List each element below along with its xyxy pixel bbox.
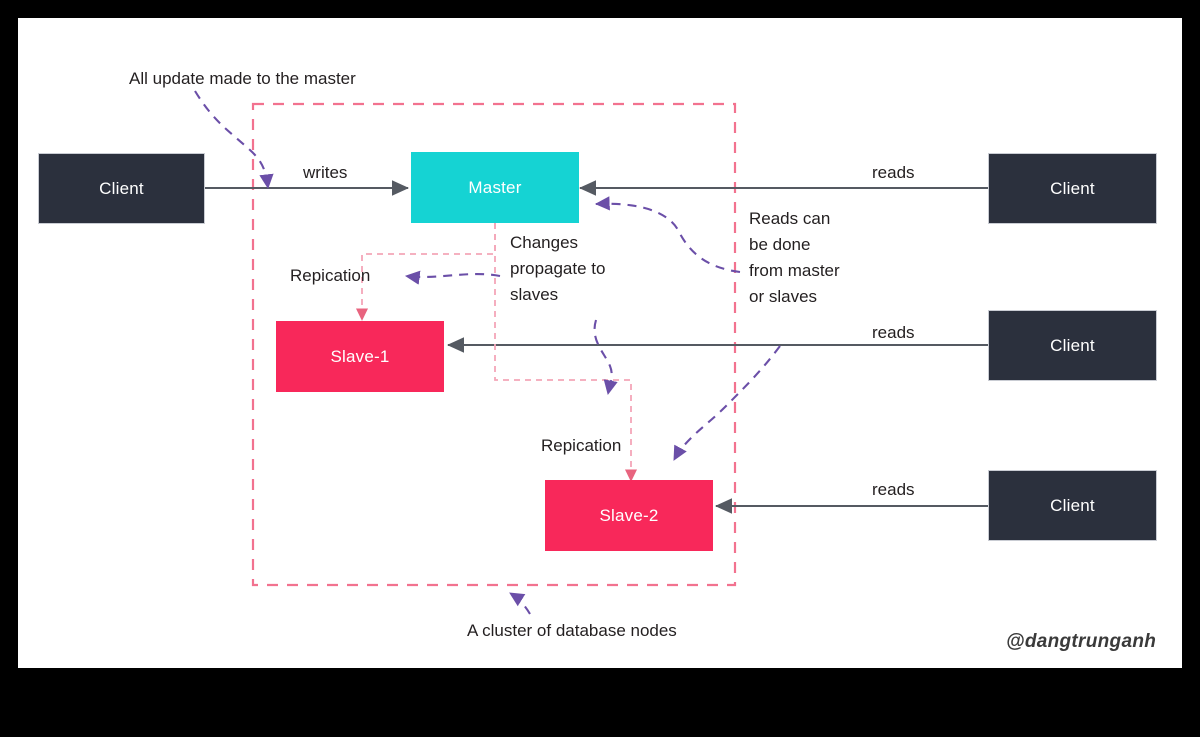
node-label: Client: [1050, 178, 1095, 198]
edge-label-replication-1: Repication: [290, 266, 371, 285]
node-label: Master: [468, 177, 522, 197]
annotation-update-note: All update made to the master: [129, 69, 356, 88]
node-slave-1[interactable]: Slave-1: [276, 321, 444, 392]
callout-reads-slave2-arrow: [673, 345, 781, 461]
node-master[interactable]: Master: [411, 152, 579, 223]
node-client-read-3[interactable]: Client: [988, 470, 1157, 541]
edge-label-reads-2: reads: [872, 323, 915, 342]
edge-label-writes: writes: [303, 163, 348, 182]
callout-reads-slave1-arrow: [593, 319, 618, 396]
node-label: Client: [1050, 335, 1095, 355]
node-label: Slave-2: [599, 505, 659, 525]
node-label: Client: [99, 178, 144, 198]
edge-label-reads-1: reads: [872, 163, 915, 182]
annotation-reads-note: Reads can be done from master or slaves: [749, 209, 840, 306]
node-label: Slave-1: [330, 346, 390, 366]
annotation-cluster-note: A cluster of database nodes: [467, 621, 677, 640]
diagram-canvas: Client Master Slave-1 Slave-2 Client Cli…: [18, 18, 1182, 668]
replication-path-1: [355, 223, 496, 321]
callout-cluster-arrow: [509, 592, 531, 615]
edge-label-replication-2: Repication: [541, 436, 622, 455]
edge-label-reads-3: reads: [872, 480, 915, 499]
node-client-writes[interactable]: Client: [38, 153, 205, 224]
node-label: Client: [1050, 495, 1095, 515]
watermark: @dangtrunganh: [1006, 631, 1157, 652]
callout-changes-arrow: [404, 270, 501, 285]
callout-update-arrow: [194, 90, 274, 190]
annotation-changes-note: Changes propagate to slaves: [510, 233, 606, 304]
node-client-read-1[interactable]: Client: [988, 153, 1157, 224]
node-slave-2[interactable]: Slave-2: [545, 480, 713, 551]
node-client-read-2[interactable]: Client: [988, 310, 1157, 381]
